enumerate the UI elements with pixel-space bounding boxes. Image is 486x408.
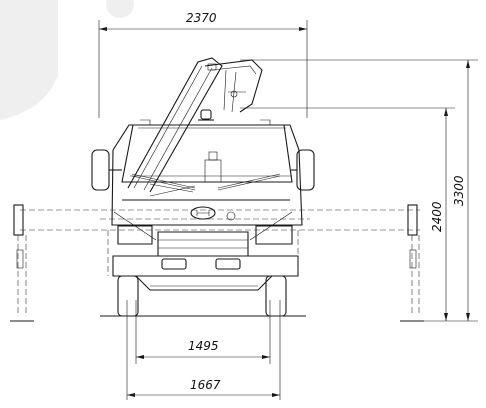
dimension-label-3300: 3300 <box>452 175 466 206</box>
dimension-cab-height: 2400 <box>240 107 455 321</box>
dimension-label-2370: 2370 <box>186 11 217 25</box>
right-outrigger-leg <box>297 204 424 322</box>
dimension-label-1667: 1667 <box>190 378 221 392</box>
dimension-label-2400: 2400 <box>430 201 444 232</box>
roof-beacon <box>198 109 214 121</box>
front-grille <box>113 199 293 257</box>
dimension-crane-height: 3300 <box>240 59 478 322</box>
cab-body <box>111 119 303 226</box>
front-bumper <box>112 255 299 291</box>
dimension-label-1495: 1495 <box>188 339 219 353</box>
right-wheel <box>265 275 287 317</box>
outrigger-beam <box>20 209 420 231</box>
left-mirror <box>91 149 122 191</box>
left-wheel <box>117 275 139 317</box>
left-outrigger-leg <box>10 204 109 322</box>
watermark <box>0 0 134 120</box>
dimension-overall-width: 2370 <box>98 11 308 118</box>
dimension-track-inner: 1495 <box>135 300 271 364</box>
right-mirror <box>291 149 315 191</box>
dimension-track-outer: 1667 <box>126 300 281 400</box>
crane-boom <box>127 57 263 197</box>
